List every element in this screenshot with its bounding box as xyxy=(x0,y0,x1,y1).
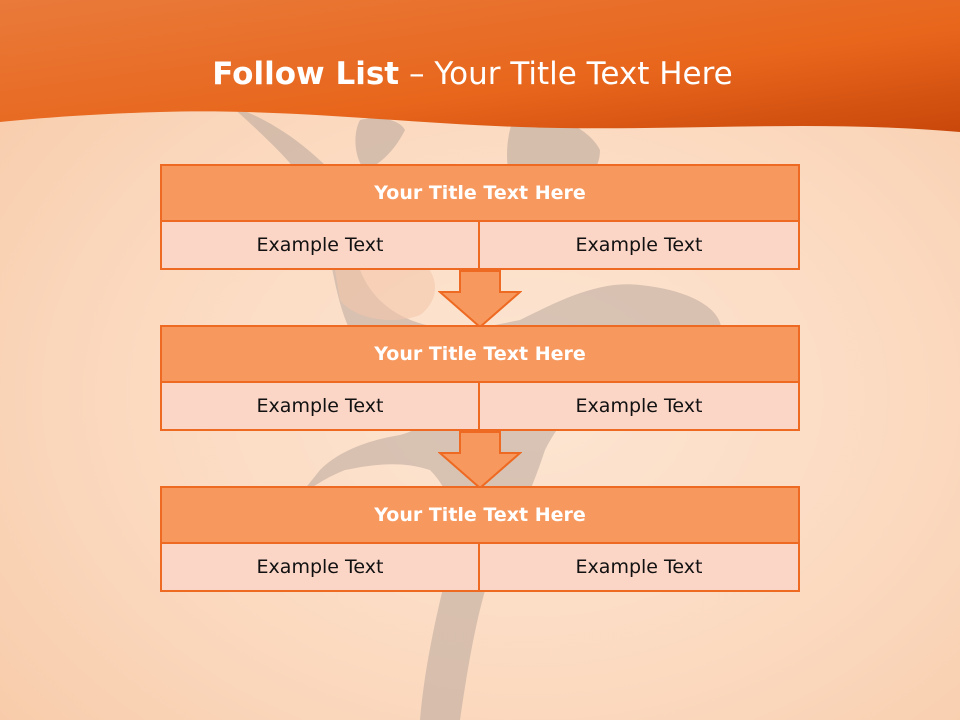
block-cell-left: Example Text xyxy=(160,220,480,270)
block-title: Your Title Text Here xyxy=(160,486,800,544)
header-banner xyxy=(0,0,960,132)
block-cell-right: Example Text xyxy=(480,542,800,592)
down-arrow-icon xyxy=(438,431,522,489)
slide-title: Follow List – Your Title Text Here xyxy=(0,56,945,92)
down-arrow-icon xyxy=(438,270,522,328)
block-cell-left: Example Text xyxy=(160,381,480,431)
block-title: Your Title Text Here xyxy=(160,164,800,222)
block-cell-right: Example Text xyxy=(480,220,800,270)
block-cell-right: Example Text xyxy=(480,381,800,431)
block-title: Your Title Text Here xyxy=(160,325,800,383)
slide-title-rest: – Your Title Text Here xyxy=(399,56,733,92)
slide-title-bold: Follow List xyxy=(212,56,400,92)
block-cell-left: Example Text xyxy=(160,542,480,592)
